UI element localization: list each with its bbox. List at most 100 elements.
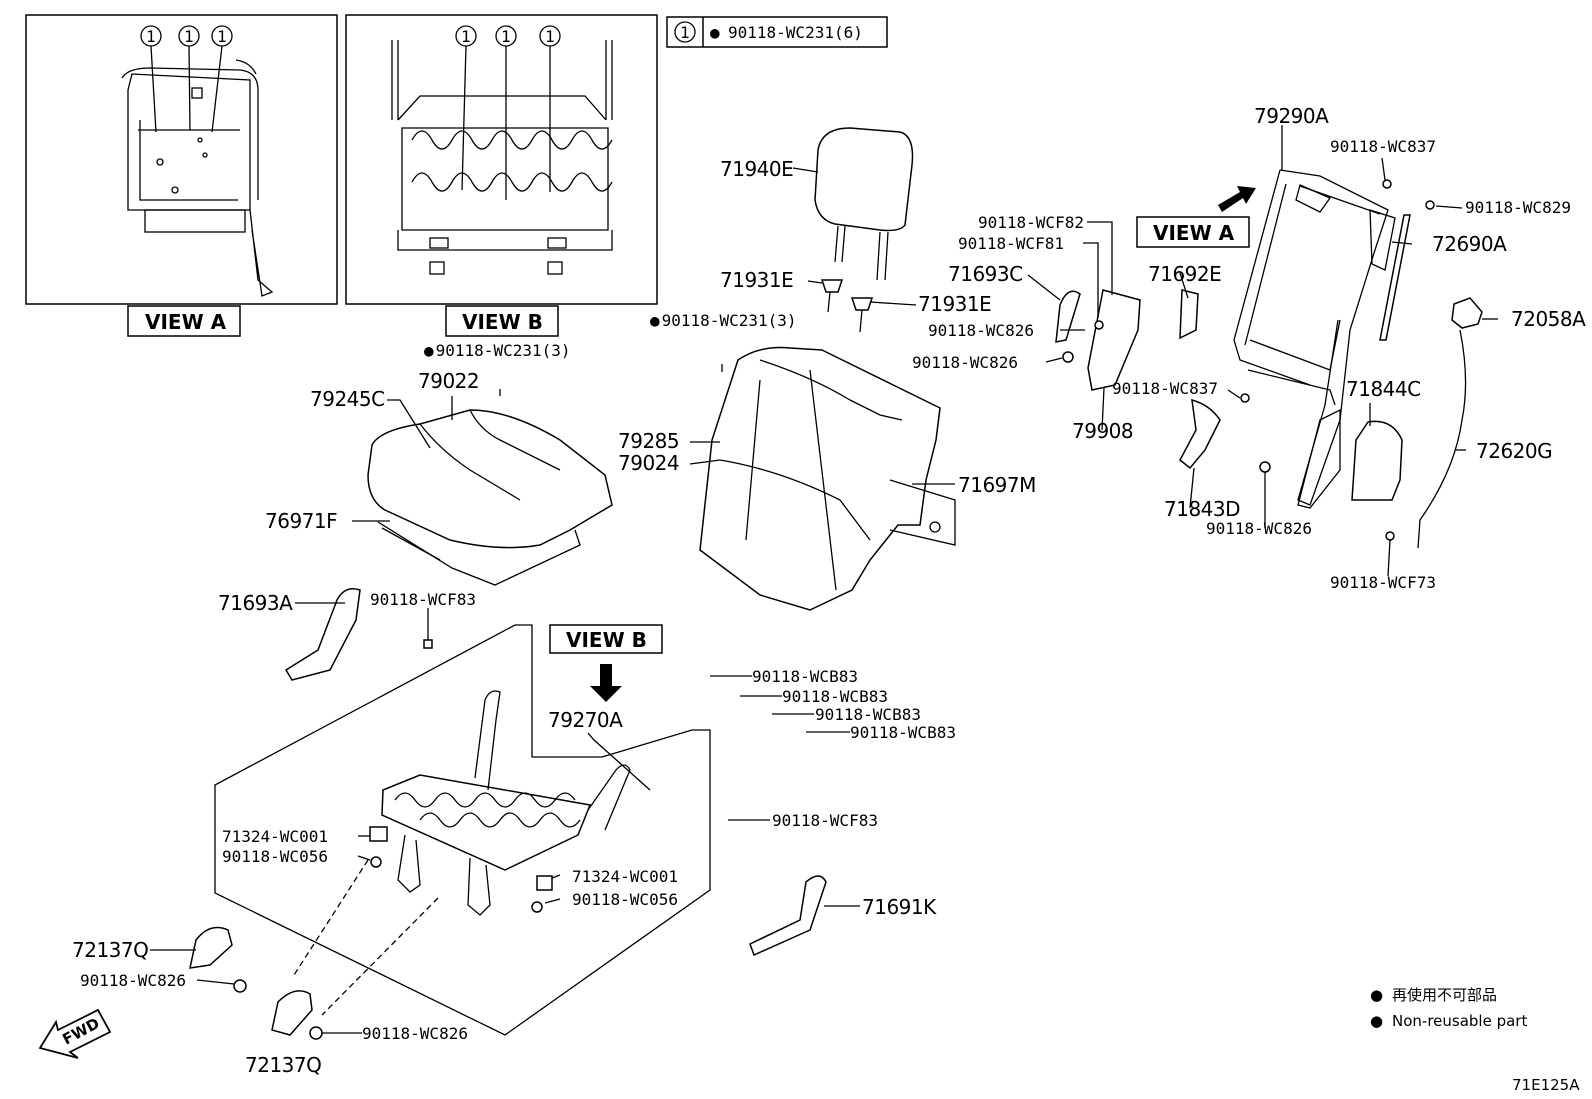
inset-view-b-frame [391,40,613,275]
79908-bracket [1087,289,1141,391]
label-79285: 79285 [618,429,679,453]
label-72137q-b: 72137Q [245,1053,321,1077]
label-72137q-a: 72137Q [72,938,148,962]
part-labels: 71940E 71931E 71931E ●90118-WC231(3) ●90… [72,104,1587,1077]
label-71324-wc001-a: 71324-WC001 [222,827,328,846]
diagram-id: 71E125A [1512,1076,1580,1094]
label-72058a: 72058A [1511,307,1586,331]
callout-key-table: 1 ● 90118-WC231(6) [666,16,888,48]
backrest-frame [1233,169,1396,509]
label-71692e: 71692E [1148,262,1221,286]
seatback-cover [699,346,956,611]
label-90118-wc826-d: 90118-WC826 [912,353,1018,372]
callout-1: 1 [545,27,555,46]
callout-1: 1 [461,27,471,46]
label-79270a: 79270A [548,708,623,732]
label-90118-wc056-a: 90118-WC056 [222,847,328,866]
label-90118-wc826-c: 90118-WC826 [928,321,1034,340]
label-72620g: 72620G [1476,439,1552,463]
label-90118-wc056-b: 90118-WC056 [572,890,678,909]
callout-1: 1 [501,27,511,46]
callout-1: 1 [217,27,227,46]
label-90118-wcb83-1: 90118-WCB83 [752,667,858,686]
71693c-cover [1055,290,1081,343]
legend: ● 再使用不可部品 ● Non-reusable part [1370,986,1527,1030]
label-90118-wc231-3-b: ●90118-WC231(3) [424,341,571,360]
label-90118-wc826-b: 90118-WC826 [362,1024,468,1043]
label-90118-wcb83-4: 90118-WCB83 [850,723,956,742]
72058a-knob [1451,297,1483,329]
legend-marker-en: ● [1370,1012,1383,1030]
label-71691k: 71691K [862,895,937,919]
label-71693a: 71693A [218,591,293,615]
label-71931e-a: 71931E [720,268,793,292]
72137q-cover-b [271,990,313,1036]
72690a-rod [1379,214,1411,341]
label-71693c: 71693C [948,262,1023,286]
label-90118-wc826-e: 90118-WC826 [1206,519,1312,538]
svg-text:VIEW A: VIEW A [145,310,227,334]
label-90118-wc837-b: 90118-WC837 [1330,137,1436,156]
svg-text:VIEW B: VIEW B [462,310,543,334]
label-71697m: 71697M [958,473,1036,497]
seat-frame-group [214,624,711,1036]
non-reusable-marker: ● [710,23,720,42]
label-90118-wcf82: 90118-WCF82 [978,213,1084,232]
view-b-arrow-tag: VIEW B [549,624,663,702]
71691k-bracket [749,875,827,957]
view-a-tag: VIEW A [127,305,241,337]
legend-english: Non-reusable part [1392,1012,1527,1030]
seat-cushion [367,409,613,586]
label-79245c: 79245C [310,387,385,411]
view-a-arrow-icon [1218,186,1256,212]
label-79290a: 79290A [1254,104,1329,128]
svg-text:VIEW A: VIEW A [1153,221,1235,245]
label-76971f: 76971F [265,509,337,533]
label-71844c: 71844C [1346,377,1421,401]
inset-view-a: 1 1 1 [25,14,338,305]
label-90118-wcb83-3: 90118-WCB83 [815,705,921,724]
inset-view-a-frame [121,59,274,297]
label-79022: 79022 [418,369,479,393]
fwd-arrow: FWD [38,1008,112,1059]
label-90118-wc829: 90118-WC829 [1465,198,1571,217]
label-71843d: 71843D [1164,497,1240,521]
label-90118-wcf81: 90118-WCF81 [958,234,1064,253]
svg-text:VIEW B: VIEW B [566,628,647,652]
label-90118-wcb83-2: 90118-WCB83 [782,687,888,706]
callout-key: 1 [680,23,690,42]
label-79908: 79908 [1072,419,1133,443]
label-71940e: 71940E [720,157,793,181]
label-90118-wc837-a: 90118-WC837 [1112,379,1218,398]
label-72690a: 72690A [1432,232,1507,256]
71692e-cover [1179,289,1199,340]
label-90118-wcf73: 90118-WCF73 [1330,573,1436,592]
label-90118-wc826-a: 90118-WC826 [80,971,186,990]
callout-key-part: 90118-WC231(6) [728,23,863,42]
legend-japanese: 再使用不可部品 [1392,986,1497,1004]
callout-1: 1 [184,27,194,46]
label-71931e-b: 71931E [918,292,991,316]
legend-marker-jp: ● [1370,986,1383,1004]
view-b-arrow-icon [590,664,622,702]
leader-lines [150,125,1498,1034]
callout-1: 1 [146,27,156,46]
inset-view-b-callouts: 1 1 1 [455,25,561,200]
71843d-cover [1179,398,1221,470]
label-71324-wc001-b: 71324-WC001 [572,867,678,886]
label-90118-wc231-3-a: ●90118-WC231(3) [650,311,797,330]
right-accessories [1351,179,1483,549]
inset-view-a-callouts: 1 1 1 [140,25,233,133]
label-79024: 79024 [618,451,679,475]
hinge-parts [1055,289,1271,473]
label-90118-wcf83-a: 90118-WCF83 [370,590,476,609]
71693a-bracket [284,588,361,681]
headrest-assembly [814,127,914,333]
small-parts-left [189,588,827,1040]
view-b-tag: VIEW B [445,305,559,337]
72137q-cover-a [189,926,233,969]
view-a-arrow-tag: VIEW A [1136,186,1256,248]
inset-view-b: 1 1 1 [345,14,658,305]
71844c-cover [1351,420,1403,501]
